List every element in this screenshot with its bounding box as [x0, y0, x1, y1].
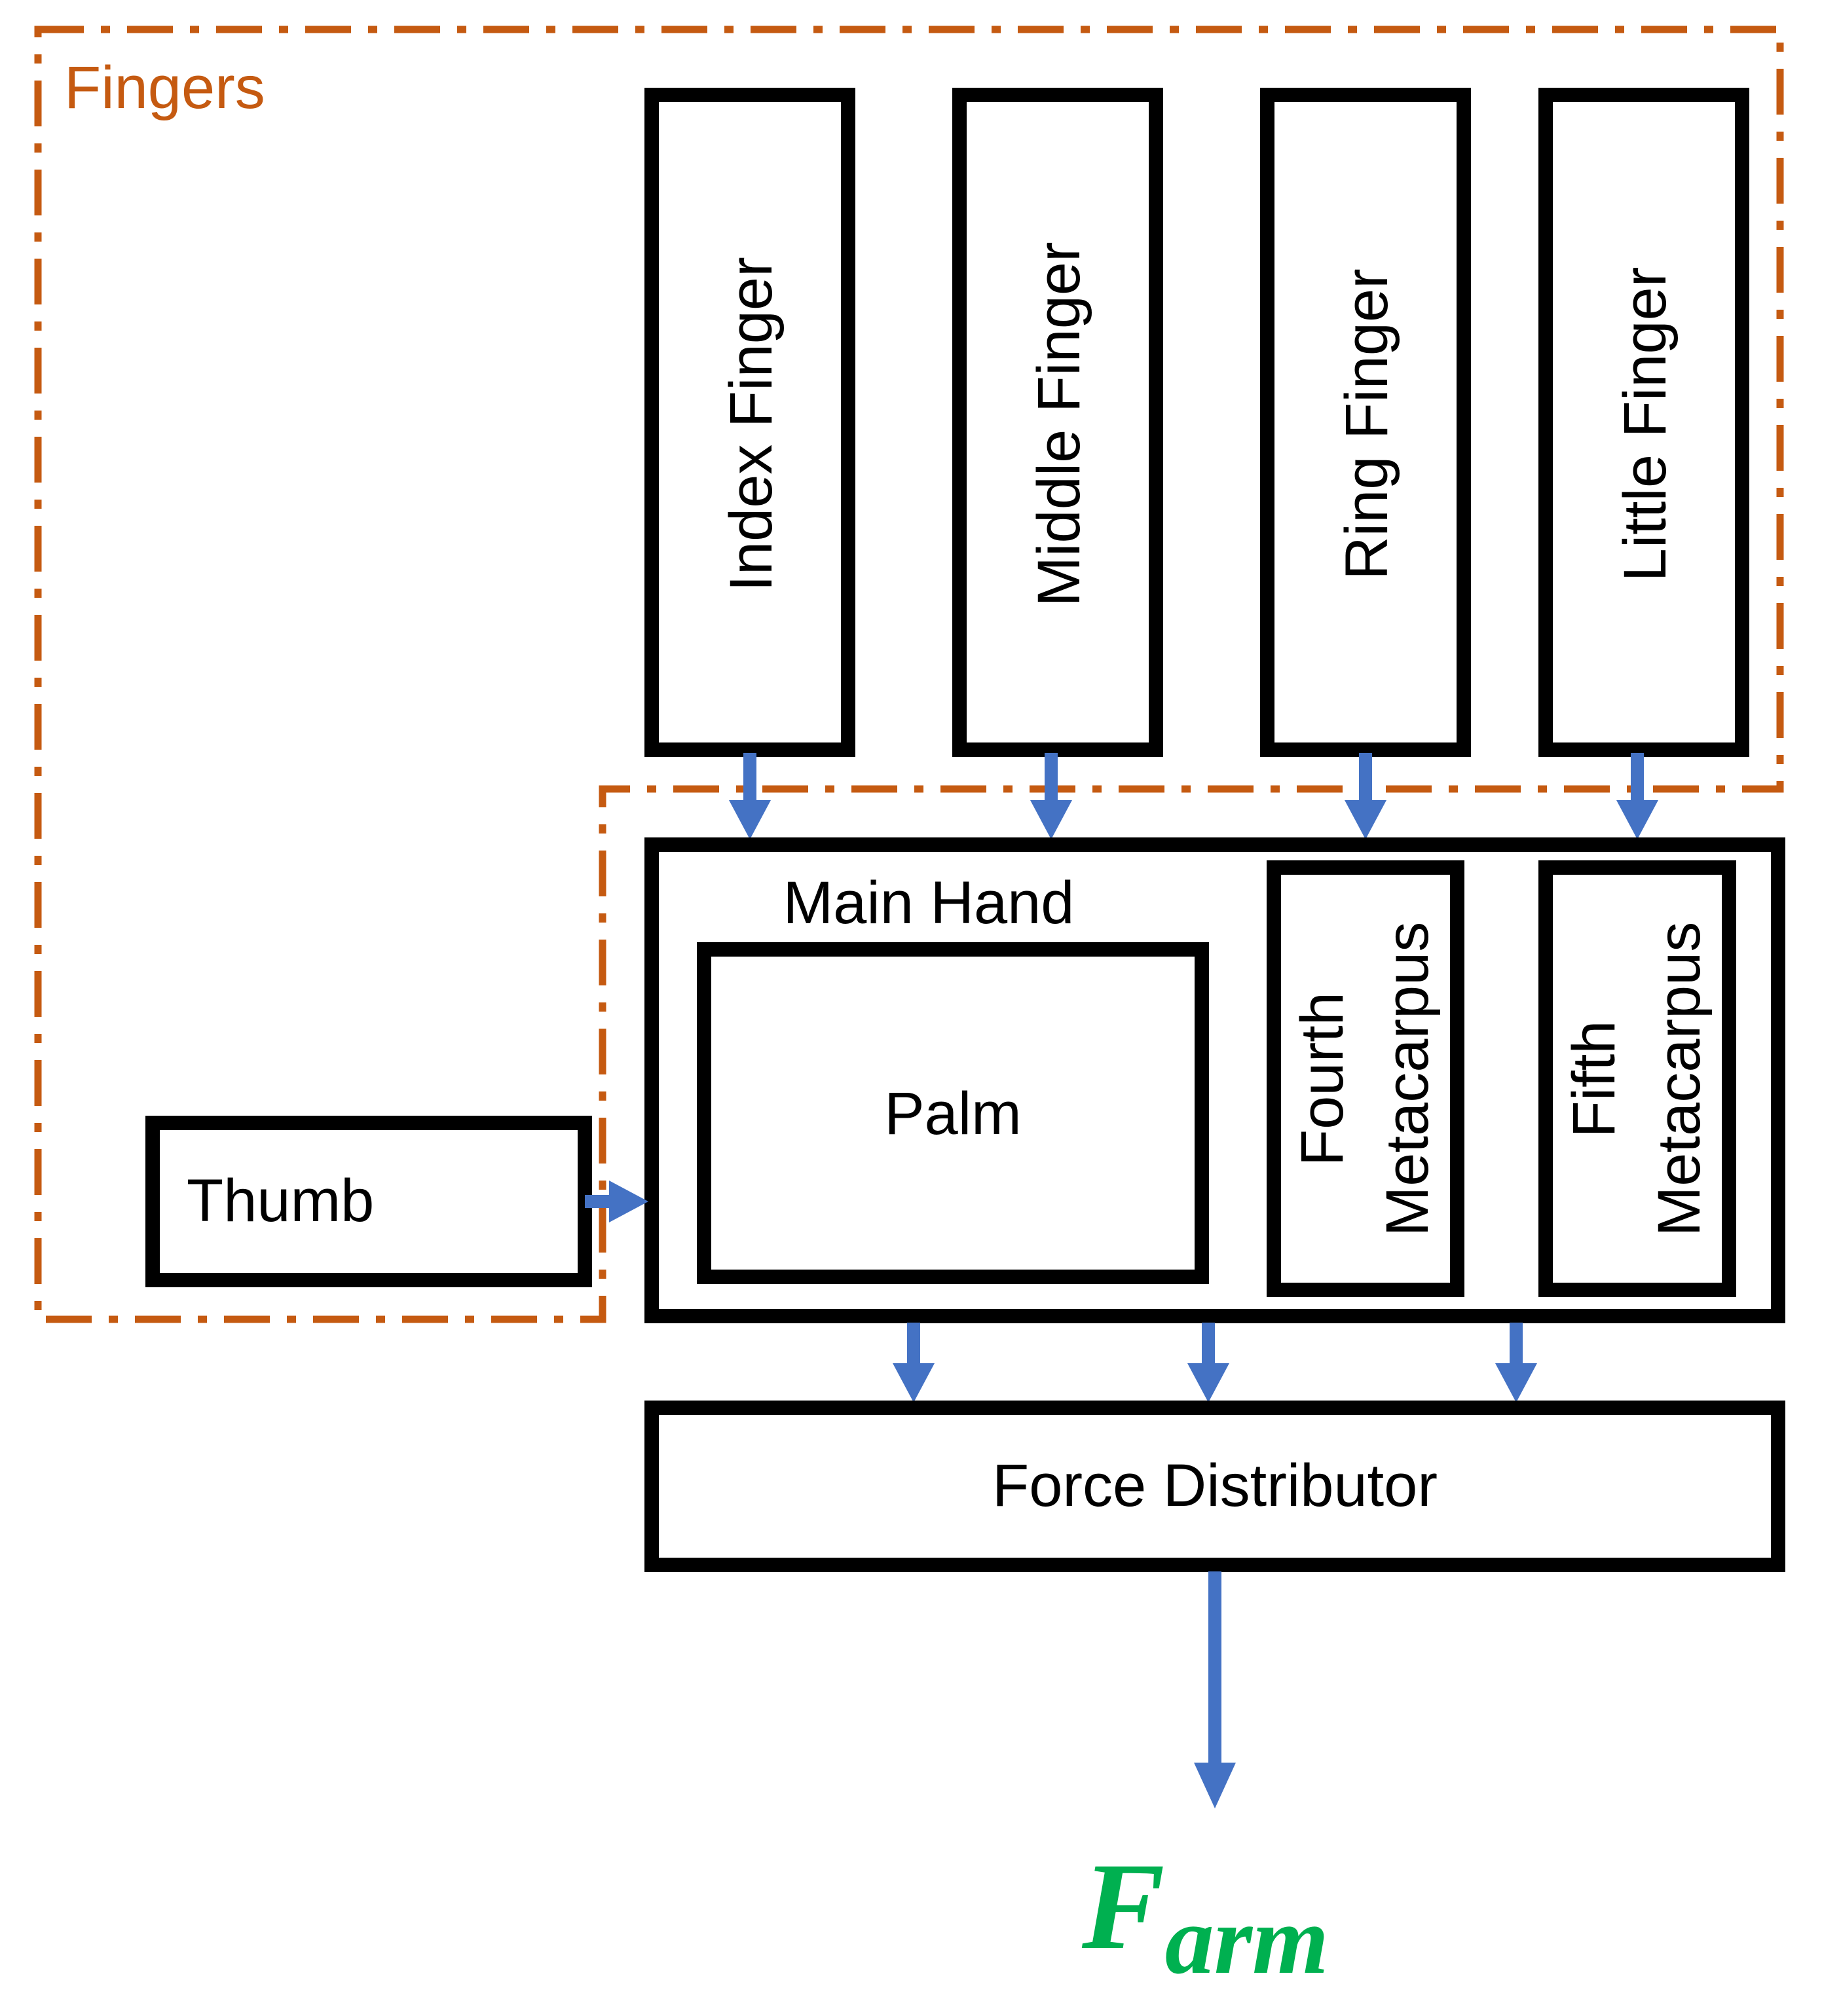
ring-finger-label: Ring Finger [1333, 268, 1400, 580]
force-distributor-label: Force Distributor [992, 1452, 1438, 1519]
force-distributor-box [644, 1401, 1785, 1572]
middle-finger-label: Middle Finger [1026, 242, 1092, 606]
palm-label: Palm [884, 1080, 1022, 1147]
output-force-symbol: F [1081, 1838, 1165, 1975]
distributor-arrow-2-head [1187, 1363, 1229, 1402]
fourth-metacarpus-line2: Metacarpus [1374, 922, 1441, 1237]
middle-arrow-head [1030, 800, 1072, 839]
thumb-arrow-head [609, 1181, 648, 1222]
index-finger-label: Index Finger [718, 257, 785, 591]
distributor-arrow-1-head [893, 1363, 935, 1402]
finger-arrows [729, 753, 1658, 839]
fingers-group-label: Fingers [64, 54, 265, 121]
thumb-label: Thumb [187, 1167, 374, 1234]
index-finger-box [644, 88, 855, 757]
fourth-metacarpus-line1: Fourth [1289, 992, 1356, 1166]
main-hand-label: Main Hand [783, 870, 1075, 936]
output-arrow-head [1194, 1763, 1236, 1808]
little-arrow-head [1616, 800, 1658, 839]
ring-finger-box [1260, 88, 1471, 757]
index-arrow-head [729, 800, 771, 839]
hand-to-distributor-arrows [893, 1323, 1537, 1402]
palm-box [697, 942, 1209, 1284]
fifth-metacarpus-box [1538, 860, 1736, 1297]
fifth-metacarpus-line1: Fifth [1561, 1021, 1627, 1138]
little-finger-label: Little Finger [1612, 267, 1679, 582]
output-force-subscript: arm [1165, 1886, 1329, 1994]
fourth-metacarpus-box [1267, 860, 1464, 1297]
ring-arrow-head [1345, 800, 1386, 839]
little-finger-box [1538, 88, 1749, 757]
fingers-group-border [34, 26, 1784, 1323]
distributor-arrow-3-head [1495, 1363, 1537, 1402]
thumb-box [145, 1116, 592, 1287]
fifth-metacarpus-text: Fifth Metacarpus [1561, 922, 1713, 1237]
output-force-label: Farm [1081, 1838, 1329, 1994]
middle-finger-box [952, 88, 1163, 757]
fifth-metacarpus-line2: Metacarpus [1646, 922, 1713, 1237]
fourth-metacarpus-text: Fourth Metacarpus [1289, 922, 1441, 1237]
